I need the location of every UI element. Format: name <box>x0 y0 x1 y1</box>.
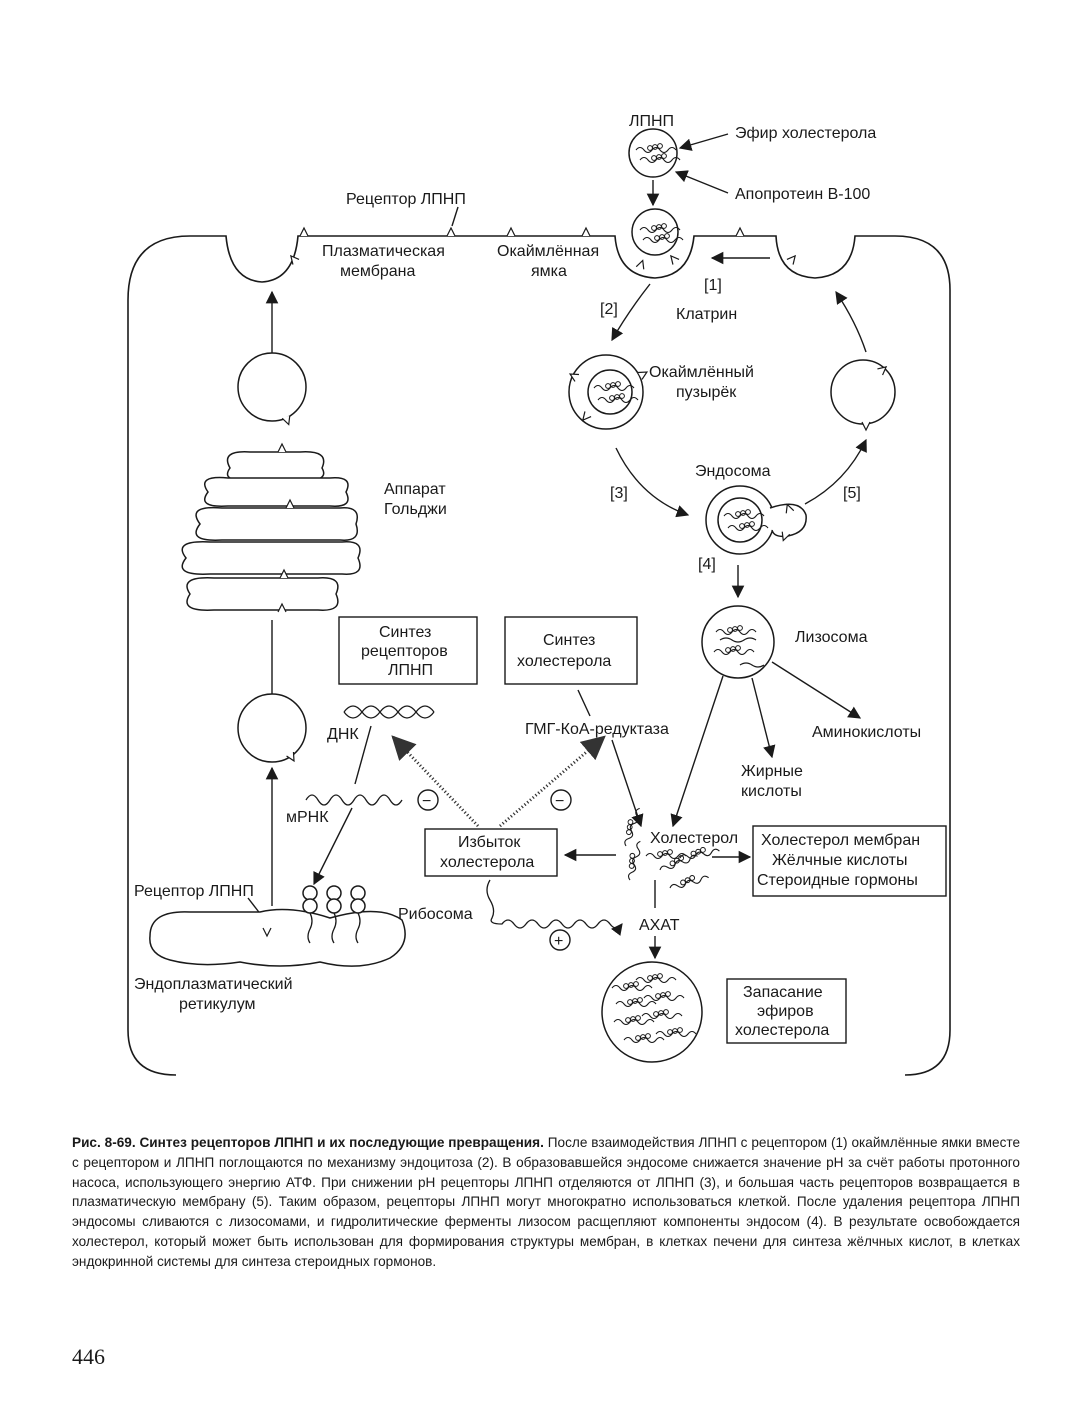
caption-text: После взаимодействия ЛПНП с рецептором (… <box>72 1135 1021 1269</box>
membrane-cholesterol-label: Холестерол мембран <box>761 832 920 849</box>
chol-synthesis-2-label: холестерола <box>517 653 611 670</box>
cholesterol-synthesis-box <box>504 616 638 685</box>
coated-pit-2-label: ямка <box>531 263 567 280</box>
step-4-label: [4] <box>698 556 716 573</box>
ribosomes <box>302 885 366 944</box>
figure-caption: Рис. 8-69. Синтез рецепторов ЛПНП и их п… <box>72 1133 1020 1272</box>
receptor-synthesis-label: Синтез <box>379 624 431 641</box>
cholesterol-uses-box <box>752 825 947 897</box>
endosome-label: Эндосома <box>695 463 771 480</box>
ldl-receptor-diagram: ЛПНП Эфир холестерола Апопротеин В-100 Р… <box>127 113 951 1076</box>
endoplasmic-reticulum <box>149 908 406 967</box>
dna-helix <box>343 705 435 719</box>
storage-3-label: холестерола <box>735 1022 829 1039</box>
dna-label: ДНК <box>327 726 359 743</box>
cell-membrane <box>127 235 951 1076</box>
lipid-droplet <box>601 961 703 1063</box>
ribosome-label: Рибосома <box>398 906 473 923</box>
excess-chol-2-label: холестерола <box>440 854 534 871</box>
plasma-membrane-2-label: мембрана <box>340 263 416 280</box>
transport-vesicle <box>237 693 307 763</box>
hmg-coa-reductase-label: ГМГ-КоА-редуктаза <box>525 721 669 738</box>
membrane-receptor <box>446 227 456 237</box>
plus-label: + <box>554 933 563 950</box>
amino-acids-label: Аминокислоты <box>812 724 921 741</box>
receptor-synthesis-2-label: рецепторов <box>361 643 448 660</box>
cholesterol-label: Холестерол <box>650 830 738 847</box>
golgi-label: Аппарат <box>384 481 446 498</box>
ldl-in-pit <box>631 208 679 256</box>
golgi-2-label: Гольджи <box>384 501 447 518</box>
excess-cholesterol-box <box>424 828 558 877</box>
caption-title: Рис. 8-69. Синтез рецепторов ЛПНП и их п… <box>72 1135 544 1150</box>
membrane-receptor <box>299 227 309 237</box>
page-number: 446 <box>72 1344 105 1369</box>
er-2-label: ретикулум <box>179 996 256 1013</box>
coated-vesicle-2-label: пузырёк <box>676 384 737 401</box>
golgi-apparatus <box>181 451 361 611</box>
plasma-membrane-label: Плазматическая <box>322 243 445 260</box>
acat-label: АХАТ <box>639 917 680 934</box>
clathrin-label: Клатрин <box>676 306 737 323</box>
ldl-receptor-er-label: Рецептор ЛПНП <box>134 883 254 900</box>
negative-feedback-icon <box>417 789 439 811</box>
coated-vesicle-label: Окаймлённый <box>649 364 754 381</box>
cholesterol-synthesis-label: Синтез <box>543 632 595 649</box>
secretory-vesicle <box>237 352 307 422</box>
membrane-receptor <box>581 227 591 237</box>
fatty-acids-label: Жирные <box>741 763 803 780</box>
er-label: Эндоплазматический <box>134 976 293 993</box>
mrna-label: мРНК <box>286 809 329 826</box>
steroid-hormones-label: Стероидные гормоны <box>757 872 918 889</box>
step-5-label: [5] <box>843 485 861 502</box>
ldl-receptor-top-label: Рецептор ЛПНП <box>346 191 466 208</box>
fatty-acids-2-label: кислоты <box>741 783 802 800</box>
mrna-strand <box>305 794 403 806</box>
storage-2-label: эфиров <box>757 1003 814 1020</box>
minus-label: − <box>555 793 564 810</box>
coated-pit-label: Окаймлённая <box>497 243 599 260</box>
ester-storage-box <box>726 978 847 1044</box>
bile-acids-label: Жёлчные кислоты <box>772 852 908 869</box>
negative-feedback-icon <box>550 789 572 811</box>
receptor-synthesis-box <box>338 616 478 685</box>
step-3-label: [3] <box>610 485 628 502</box>
positive-regulation-icon <box>549 929 571 951</box>
membrane-receptor <box>735 227 745 237</box>
excess-cholesterol-label: Избыток <box>458 834 521 851</box>
step-1-label: [1] <box>704 277 722 294</box>
ldl-particle <box>628 128 678 178</box>
minus-label: − <box>422 793 431 810</box>
receptor-synthesis-3-label: ЛПНП <box>388 662 433 679</box>
step-2-label: [2] <box>600 301 618 318</box>
membrane-receptor <box>506 227 516 237</box>
ester-storage-label: Запасание <box>743 984 823 1001</box>
lysosome-label: Лизосома <box>795 629 868 646</box>
ldl-label: ЛПНП <box>629 113 674 130</box>
cholesterol-molecules <box>619 805 721 891</box>
apoprotein-label: Апопротеин В-100 <box>735 186 870 203</box>
cholesterol-ester-label: Эфир холестерола <box>735 125 876 142</box>
